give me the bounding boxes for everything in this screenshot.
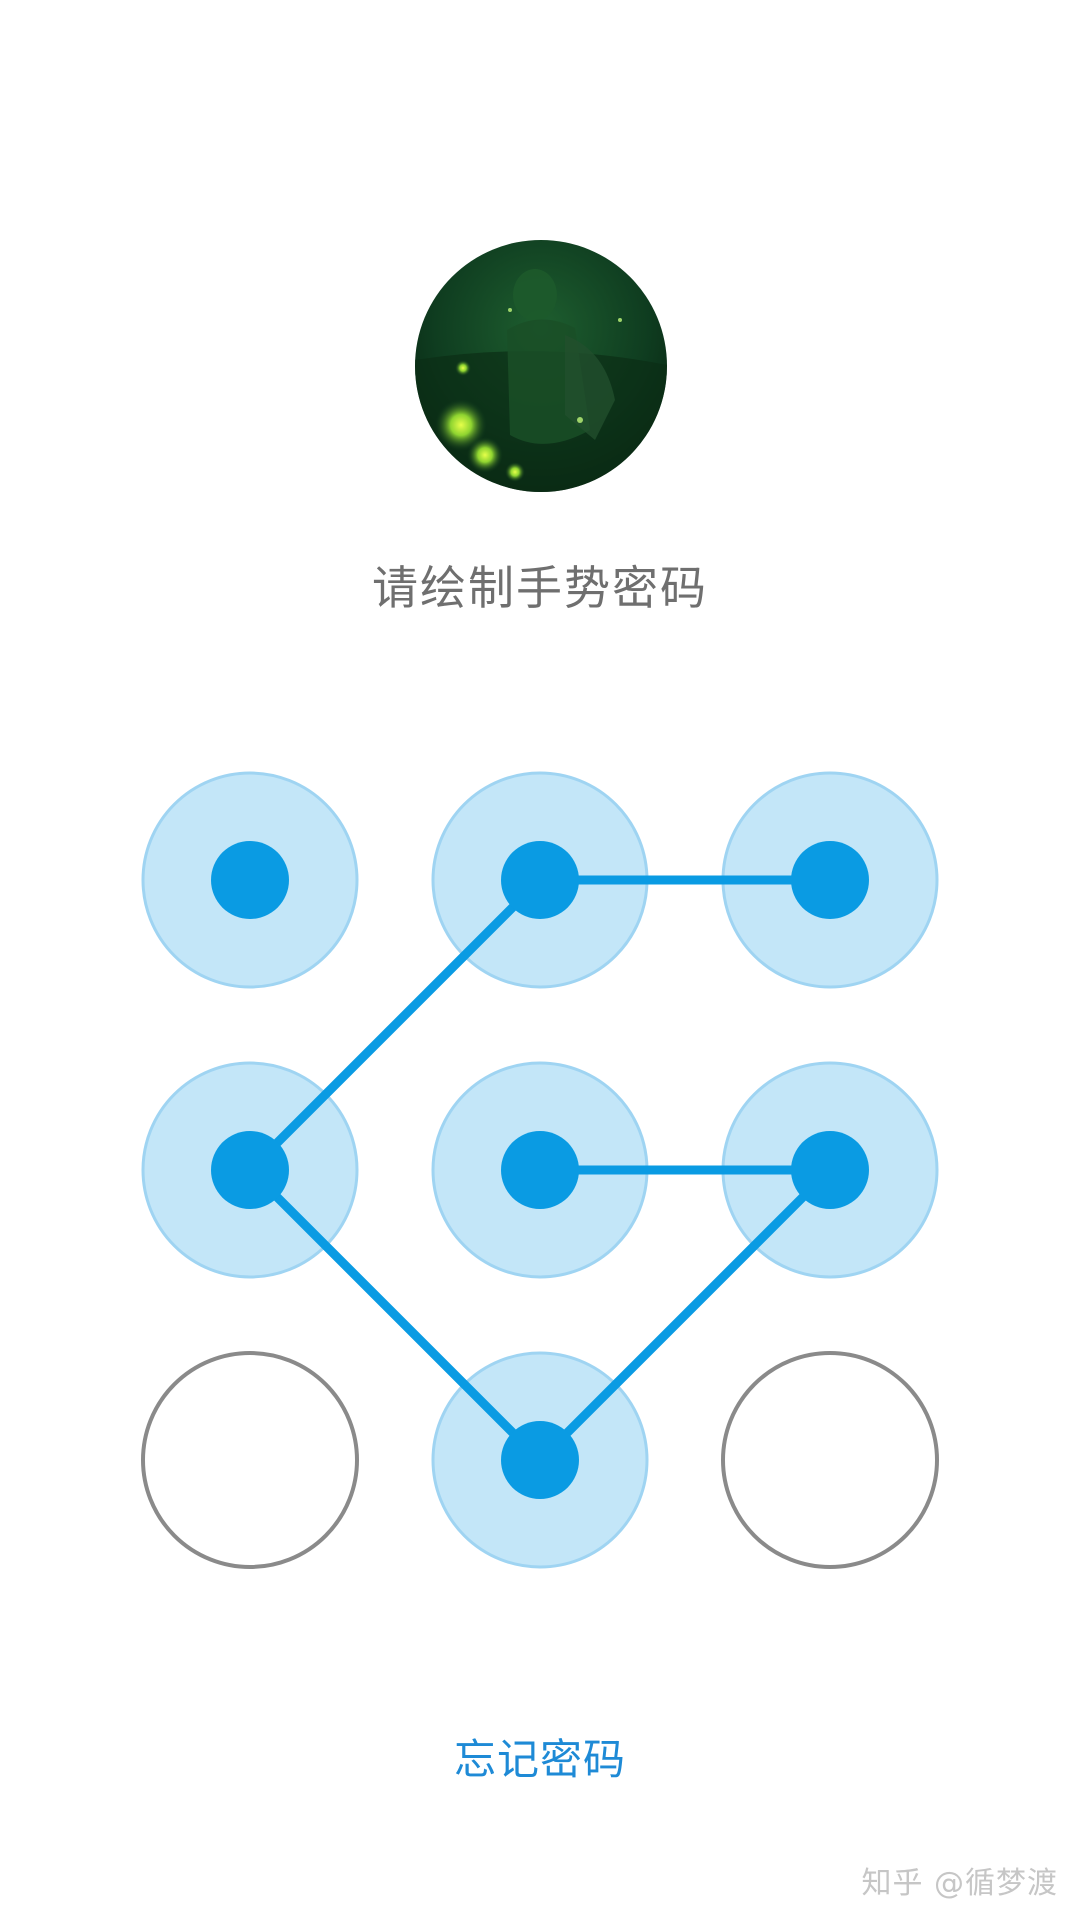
forgot-password-link[interactable]: 忘记密码 <box>453 1735 626 1784</box>
pattern-connector <box>535 1165 835 1465</box>
pattern-node-7[interactable] <box>141 1351 359 1569</box>
watermark: 知乎 @循梦渡 <box>861 1866 1058 1901</box>
pattern-connector <box>245 1165 545 1465</box>
user-avatar <box>415 240 667 492</box>
pattern-node-8-dot <box>501 1421 579 1499</box>
avatar-image <box>415 240 667 492</box>
pattern-node-6-dot <box>791 1131 869 1209</box>
pattern-node-1-dot <box>211 841 289 919</box>
pattern-node-3-dot <box>791 841 869 919</box>
pattern-node-4-dot <box>211 1131 289 1209</box>
draw-gesture-prompt: 请绘制手势密码 <box>372 561 708 615</box>
pattern-node-2-dot <box>501 841 579 919</box>
pattern-node-5-dot <box>501 1131 579 1209</box>
pattern-node-9[interactable] <box>721 1351 939 1569</box>
pattern-connector <box>245 875 545 1175</box>
